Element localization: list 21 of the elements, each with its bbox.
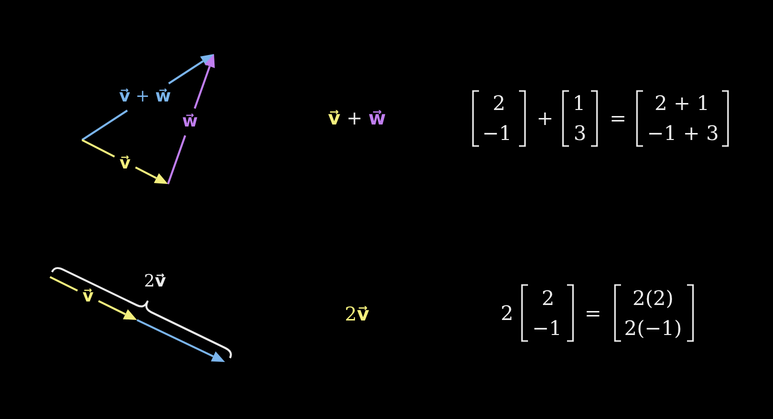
scalar-factor: 2	[500, 303, 514, 323]
brace-label: 2v⃗	[144, 274, 166, 290]
matrix-entry: −1	[532, 318, 562, 338]
equals-sign: =	[584, 303, 602, 323]
vector-expression: v⃗ + w⃗	[328, 110, 386, 128]
vector-label: v⃗	[119, 156, 131, 172]
matrix-entry: 2 + 1	[654, 93, 710, 113]
vector-label: w⃗	[182, 114, 198, 130]
matrix-entry: 3	[574, 123, 586, 143]
matrix-entry: −1 + 3	[647, 123, 719, 143]
matrix-entry: 2	[542, 288, 554, 308]
matrix-entry: 2(2)	[632, 288, 674, 308]
vector-expression: 2v⃗	[344, 306, 370, 324]
matrix-entry: 2	[492, 93, 506, 113]
vector-label: v⃗	[82, 288, 94, 306]
matrix-entry: 2(−1)	[624, 318, 682, 338]
plus-sign: +	[536, 108, 554, 128]
matrix-entry: 1	[572, 93, 586, 113]
matrix-entry: −1	[482, 123, 512, 143]
equals-sign: =	[610, 108, 626, 128]
vector-label: v⃗ + w⃗	[119, 88, 171, 106]
